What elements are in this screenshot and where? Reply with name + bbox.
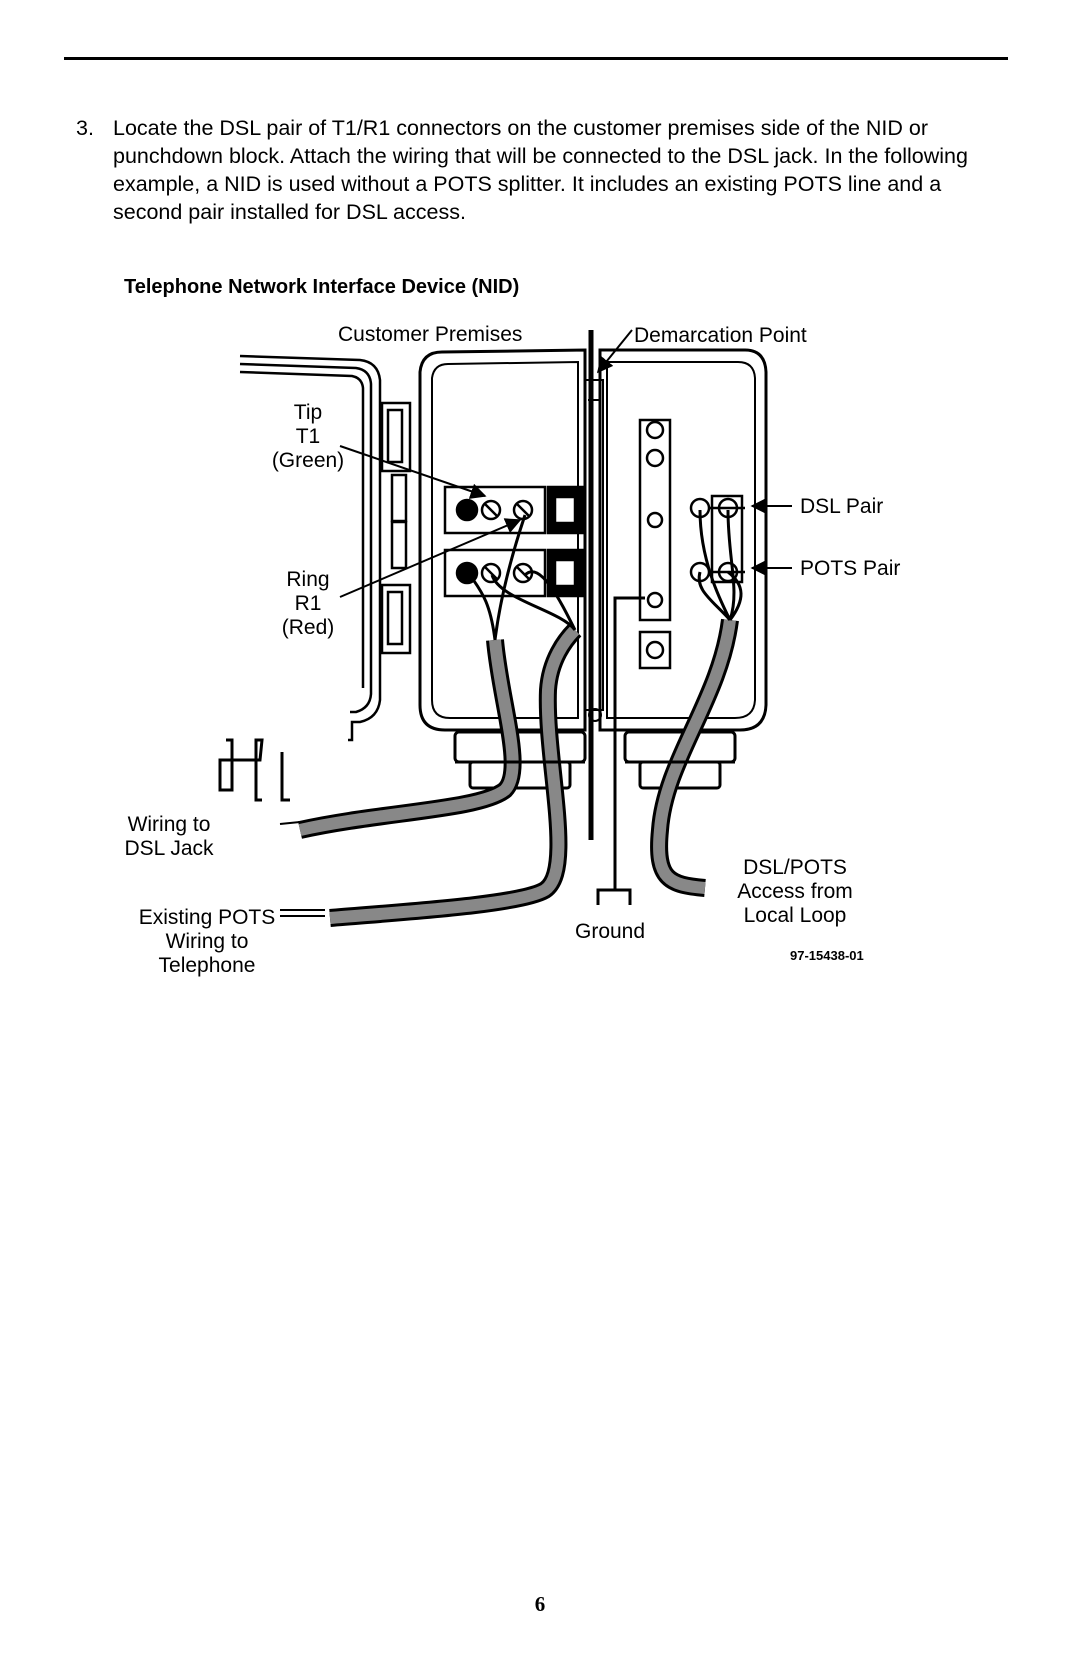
step-3: 3. Locate the DSL pair of T1/R1 connecto… xyxy=(76,114,1016,226)
header-rule xyxy=(64,57,1008,60)
label-demarcation-point: Demarcation Point xyxy=(634,324,807,347)
label-r1: R1 xyxy=(295,592,322,615)
ground-wire xyxy=(596,596,645,905)
nid-diagram: Customer Premises Demarcation Point Tip … xyxy=(124,323,900,977)
label-green: (Green) xyxy=(272,449,344,472)
label-dsl-jack: DSL Jack xyxy=(124,837,214,860)
customer-housing xyxy=(418,348,587,790)
label-ring: Ring xyxy=(286,568,329,591)
existing-pots-cable xyxy=(329,570,582,927)
label-dsl-pair: DSL Pair xyxy=(800,495,883,518)
nid-door xyxy=(239,354,412,742)
label-existing-pots: Existing POTS xyxy=(139,906,276,929)
label-telephone: Telephone xyxy=(159,954,256,977)
figure-title: Telephone Network Interface Device (NID) xyxy=(124,276,520,298)
dsl-pots-posts xyxy=(689,494,745,584)
label-wiring-to-2: Wiring to xyxy=(166,930,249,953)
leader-lines xyxy=(279,329,792,917)
label-wiring-to: Wiring to xyxy=(128,813,211,836)
label-customer-premises: Customer Premises xyxy=(338,323,522,346)
label-local-loop: Local Loop xyxy=(744,904,847,927)
label-tip: Tip xyxy=(294,401,322,424)
customer-terminal-block xyxy=(443,485,585,598)
door-latch xyxy=(218,738,290,802)
label-dsl-pots: DSL/POTS xyxy=(743,856,847,879)
network-terminal-bar xyxy=(638,418,672,670)
label-pots-pair: POTS Pair xyxy=(800,557,900,580)
label-access-from: Access from xyxy=(737,880,853,903)
label-t1: T1 xyxy=(296,425,321,448)
label-red: (Red) xyxy=(282,616,335,639)
figure-code: 97-15438-01 xyxy=(790,948,864,963)
step-text: Locate the DSL pair of T1/R1 connectors … xyxy=(113,116,968,224)
page-number: 6 xyxy=(534,1592,546,1616)
local-loop-cable xyxy=(650,509,743,897)
label-ground: Ground xyxy=(575,920,645,943)
step-number: 3. xyxy=(76,116,94,140)
